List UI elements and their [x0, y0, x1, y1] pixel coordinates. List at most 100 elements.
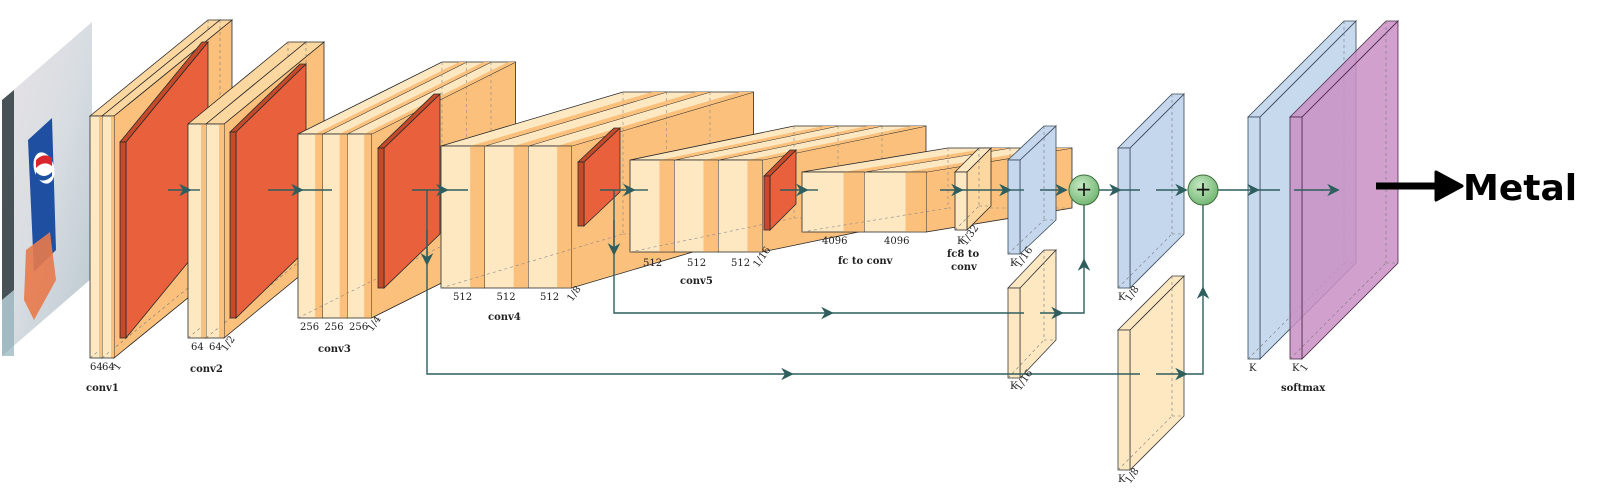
slab-top-stripe: [843, 148, 1010, 172]
channel-label: 256: [325, 322, 344, 333]
channel-label: K: [1010, 258, 1018, 269]
slab-top-stripe: [703, 126, 882, 160]
block-name-conv5: conv5: [680, 276, 713, 287]
input-image: [2, 22, 92, 356]
channel-label: 512: [453, 292, 472, 303]
slab-front-stripe: [111, 116, 114, 358]
slab-front: [1247, 116, 1261, 360]
conv-layer: [322, 61, 492, 319]
channel-label: 512: [687, 258, 706, 269]
hidden-edge: [801, 207, 949, 233]
sum-node-2: +: [1187, 174, 1219, 206]
slab-front-stripe: [99, 116, 102, 358]
slab-front-stripe: [315, 134, 323, 318]
hidden-edge: [440, 233, 624, 289]
block-name-fc: fc to conv: [838, 256, 894, 267]
hidden-edge: [1289, 262, 1387, 360]
conv-layer: [297, 61, 467, 319]
slab-front-stripe: [905, 172, 926, 232]
channel-label: K: [1118, 474, 1126, 485]
block-name-conv4: conv4: [488, 312, 521, 323]
block-score16: [1007, 248, 1057, 380]
channel-label: 4096: [822, 236, 847, 247]
hidden-edge: [1007, 219, 1045, 255]
slab-front: [954, 171, 968, 231]
pool3: [377, 93, 441, 289]
block-name-fc8: fc8 to: [947, 249, 979, 260]
channel-label: 64: [102, 362, 115, 373]
hidden-edge: [297, 245, 443, 319]
slab-front-stripe: [219, 124, 224, 338]
channel-label: 512: [643, 258, 662, 269]
slab-front: [377, 147, 385, 289]
block-fc8: [954, 147, 992, 231]
block-softmax: [1289, 20, 1399, 360]
slab-top-stripe: [339, 62, 491, 134]
block-score8: [1117, 275, 1185, 471]
scale-label: 1: [111, 361, 124, 373]
sum-node-1: +: [1068, 174, 1100, 206]
slab-front-stripe: [703, 160, 718, 252]
slab-front: [1289, 116, 1303, 360]
channel-label: 512: [731, 258, 750, 269]
conv-layer: [801, 147, 1011, 233]
pool2: [229, 63, 307, 319]
conv-layer: [484, 91, 711, 289]
block-name-conv2: conv2: [190, 364, 223, 375]
channel-label: K: [1292, 363, 1300, 374]
plus-icon: +: [1195, 177, 1212, 201]
slab-front: [1007, 287, 1021, 379]
conv-layer: [629, 125, 839, 253]
slab-front: [1007, 159, 1021, 255]
slab-front-stripe: [364, 134, 372, 318]
hidden-edge: [1007, 339, 1045, 379]
slab-side: [1129, 93, 1185, 289]
slab-front: [763, 175, 771, 231]
channel-label: 64: [209, 342, 222, 353]
slab-front-stripe: [201, 124, 206, 338]
slab-front: [119, 141, 127, 339]
channel-label: 4096: [884, 236, 909, 247]
slab-front-stripe: [339, 134, 347, 318]
slab-front-stripe: [843, 172, 864, 232]
block-up8: [1117, 93, 1185, 289]
slab-front-stripe: [747, 160, 762, 252]
plus-icon: +: [1076, 177, 1093, 201]
slab-front-stripe: [513, 146, 528, 288]
slab-front-stripe: [470, 146, 485, 288]
output-arrow: [1376, 170, 1464, 202]
slab-side: [1129, 275, 1185, 471]
channel-label: 512: [540, 292, 559, 303]
slab-front: [229, 131, 237, 319]
slab-top-stripe: [557, 92, 754, 146]
slab-top-stripe: [659, 126, 838, 160]
skip-pool3-up: [1184, 286, 1210, 375]
channel-label: K: [1118, 292, 1126, 303]
slab-top-stripe: [470, 92, 667, 146]
block-name-conv3: conv3: [318, 344, 351, 355]
channel-label: 256: [349, 322, 368, 333]
slab-top-stripe: [513, 92, 710, 146]
scale-label: 1: [1298, 362, 1311, 374]
arrow-right-icon: [1434, 170, 1464, 202]
channel-label: 64: [90, 362, 103, 373]
slab-top-stripe: [315, 62, 467, 134]
block-name-fc8: conv: [951, 262, 978, 273]
channel-label: 256: [300, 322, 319, 333]
slab-front-stripe: [557, 146, 572, 288]
pool1: [119, 40, 209, 340]
channel-label: K: [1249, 363, 1257, 374]
slab-front-stripe: [659, 160, 674, 252]
block-name-softmax: softmax: [1281, 383, 1326, 394]
hidden-edge: [1117, 415, 1173, 471]
skip-pool4-up: [1060, 258, 1091, 314]
slab-front: [577, 161, 585, 227]
slab-front: [1117, 329, 1131, 471]
channel-label: 512: [497, 292, 516, 303]
output-class-label: Metal: [1463, 168, 1577, 209]
block-up16: [1006, 125, 1058, 255]
conv-layer: [440, 91, 667, 289]
channel-label: K: [957, 236, 965, 247]
channel-label: 64: [191, 342, 204, 353]
